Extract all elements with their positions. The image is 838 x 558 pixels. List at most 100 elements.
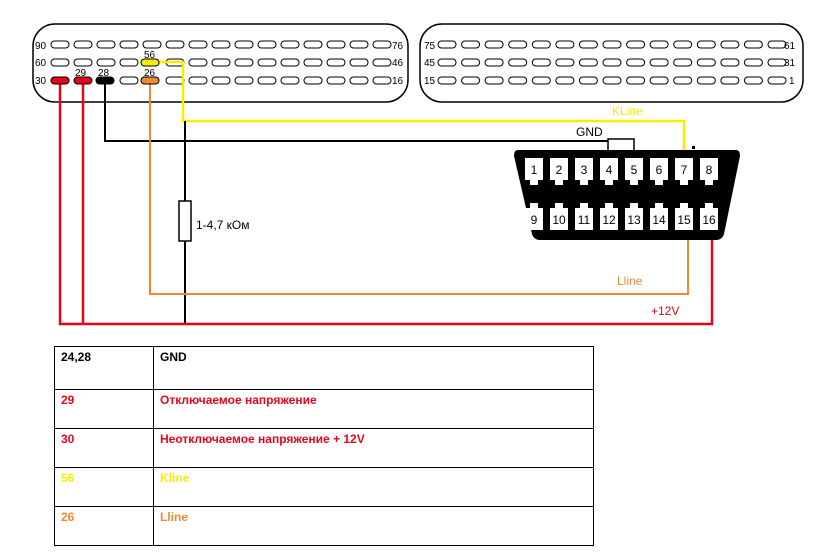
ecu-pin-slot xyxy=(257,76,277,85)
ecu-pin-slot xyxy=(257,58,277,67)
ecu-pin-slot xyxy=(165,40,185,49)
ecu-pin-slot xyxy=(349,76,369,85)
obd-pin-tab xyxy=(630,203,638,208)
ecu-pin-slot xyxy=(673,58,693,67)
gnd-wire-pin4-pin5 xyxy=(607,138,635,150)
obd-pin-number: 6 xyxy=(656,163,663,177)
obd-pin xyxy=(550,158,568,180)
ecu-pin-slot xyxy=(73,40,93,49)
ecu-right-row1-start: 75 xyxy=(424,41,436,52)
ecu-pin-slot xyxy=(649,58,669,67)
obd-pin-tab xyxy=(680,180,688,185)
obd-pin-number: 7 xyxy=(681,163,688,177)
plus12-wire xyxy=(58,80,714,326)
obd-pin-tab xyxy=(605,203,613,208)
ecu-pin-label-29: 29 xyxy=(75,68,87,79)
ecu-left-row2-start: 60 xyxy=(35,58,47,69)
ecu-right-row2-end: 31 xyxy=(784,58,796,69)
ecu-pin-slot xyxy=(303,58,323,67)
obd-pin xyxy=(525,158,543,180)
legend-description: Неотключаемое напряжение + 12V xyxy=(153,428,594,468)
ecu-pin-slot xyxy=(461,40,481,49)
legend-pin-code: 29 xyxy=(54,389,154,429)
ecu-pin-slot xyxy=(119,40,139,49)
ecu-left-row3-end: 16 xyxy=(392,76,404,87)
ecu-pin-slot xyxy=(555,40,575,49)
ecu-pin-slot xyxy=(578,76,598,85)
ecu-pin-slot xyxy=(696,40,716,49)
gnd-label: GND xyxy=(576,125,603,139)
ecu-pin-slot xyxy=(508,40,528,49)
obd-pin xyxy=(675,208,693,230)
ecu-left-row1-start: 90 xyxy=(35,41,47,52)
ecu-pin-slot xyxy=(767,76,787,85)
ecu-pin-slot xyxy=(720,58,740,67)
ecu-pin-slot xyxy=(531,40,551,49)
obd-pin xyxy=(625,208,643,230)
ecu-pin-slot xyxy=(602,76,622,85)
obd-pin xyxy=(650,208,668,230)
ecu-pin-slot xyxy=(626,76,646,85)
ecu-pin-slot xyxy=(326,40,346,49)
obd-pin xyxy=(625,158,643,180)
ecu-pin-slot xyxy=(50,58,70,67)
ecu-pin-slot xyxy=(602,58,622,67)
ecu-left-row1-end: 76 xyxy=(392,41,404,52)
obd-pin xyxy=(650,158,668,180)
lline-wire xyxy=(149,80,689,295)
obd-pin xyxy=(525,208,543,230)
ecu-right-row2-start: 45 xyxy=(424,58,436,69)
ecu-pin-slot xyxy=(767,58,787,67)
obd-pin-number: 14 xyxy=(652,213,666,227)
ecu-pin-slot xyxy=(508,58,528,67)
ecu-pin-slot xyxy=(372,76,392,85)
ecu-pin-slot xyxy=(578,40,598,49)
ecu-pin-slot xyxy=(188,58,208,67)
ecu-pin-slot xyxy=(188,40,208,49)
ecu-pin-28 xyxy=(95,76,115,85)
obd-pin-tab xyxy=(705,203,713,208)
ecu-pin-slot xyxy=(743,58,763,67)
ecu-pin-slot xyxy=(349,40,369,49)
resistor-label: 1-4,7 кОм xyxy=(196,218,250,232)
obd-pin-number: 15 xyxy=(677,213,691,227)
ecu-pin-slot xyxy=(484,76,504,85)
obd-pin-number: 4 xyxy=(606,163,613,177)
ecu-pin-slot xyxy=(142,40,162,49)
ecu-pin-slot xyxy=(119,76,139,85)
obd-pin7-marker xyxy=(692,146,695,149)
obd-pin-number: 10 xyxy=(552,213,566,227)
ecu-pin-slot xyxy=(696,76,716,85)
ecu-pin-slot xyxy=(165,76,185,85)
ecu-pin-30 xyxy=(50,76,70,85)
obd-pin-number: 8 xyxy=(706,163,713,177)
obd-pin-number: 2 xyxy=(556,163,563,177)
ecu-pin-slot xyxy=(602,40,622,49)
ecu-pin-slot xyxy=(555,76,575,85)
ecu-left-row2-end: 46 xyxy=(392,58,404,69)
legend-description: Отключаемое напряжение xyxy=(153,389,594,429)
ecu-pin-label-26: 26 xyxy=(144,68,156,79)
ecu-right-row3-start: 15 xyxy=(424,76,436,87)
ecu-pin-slot xyxy=(531,76,551,85)
ecu-pin-slot xyxy=(555,58,575,67)
ecu-pin-label-28: 28 xyxy=(98,68,110,79)
resistor xyxy=(178,200,192,242)
ecu-pin-slot xyxy=(372,40,392,49)
ecu-pin-slot xyxy=(50,40,70,49)
obd-pin xyxy=(575,208,593,230)
legend-pin-code: 26 xyxy=(54,506,154,546)
ecu-pin-slot xyxy=(696,58,716,67)
obd-pin xyxy=(600,158,618,180)
ecu-pin-slot xyxy=(437,76,457,85)
ecu-pin-slot xyxy=(211,58,231,67)
ecu-pin-slot xyxy=(743,76,763,85)
ecu-pin-slot xyxy=(649,40,669,49)
